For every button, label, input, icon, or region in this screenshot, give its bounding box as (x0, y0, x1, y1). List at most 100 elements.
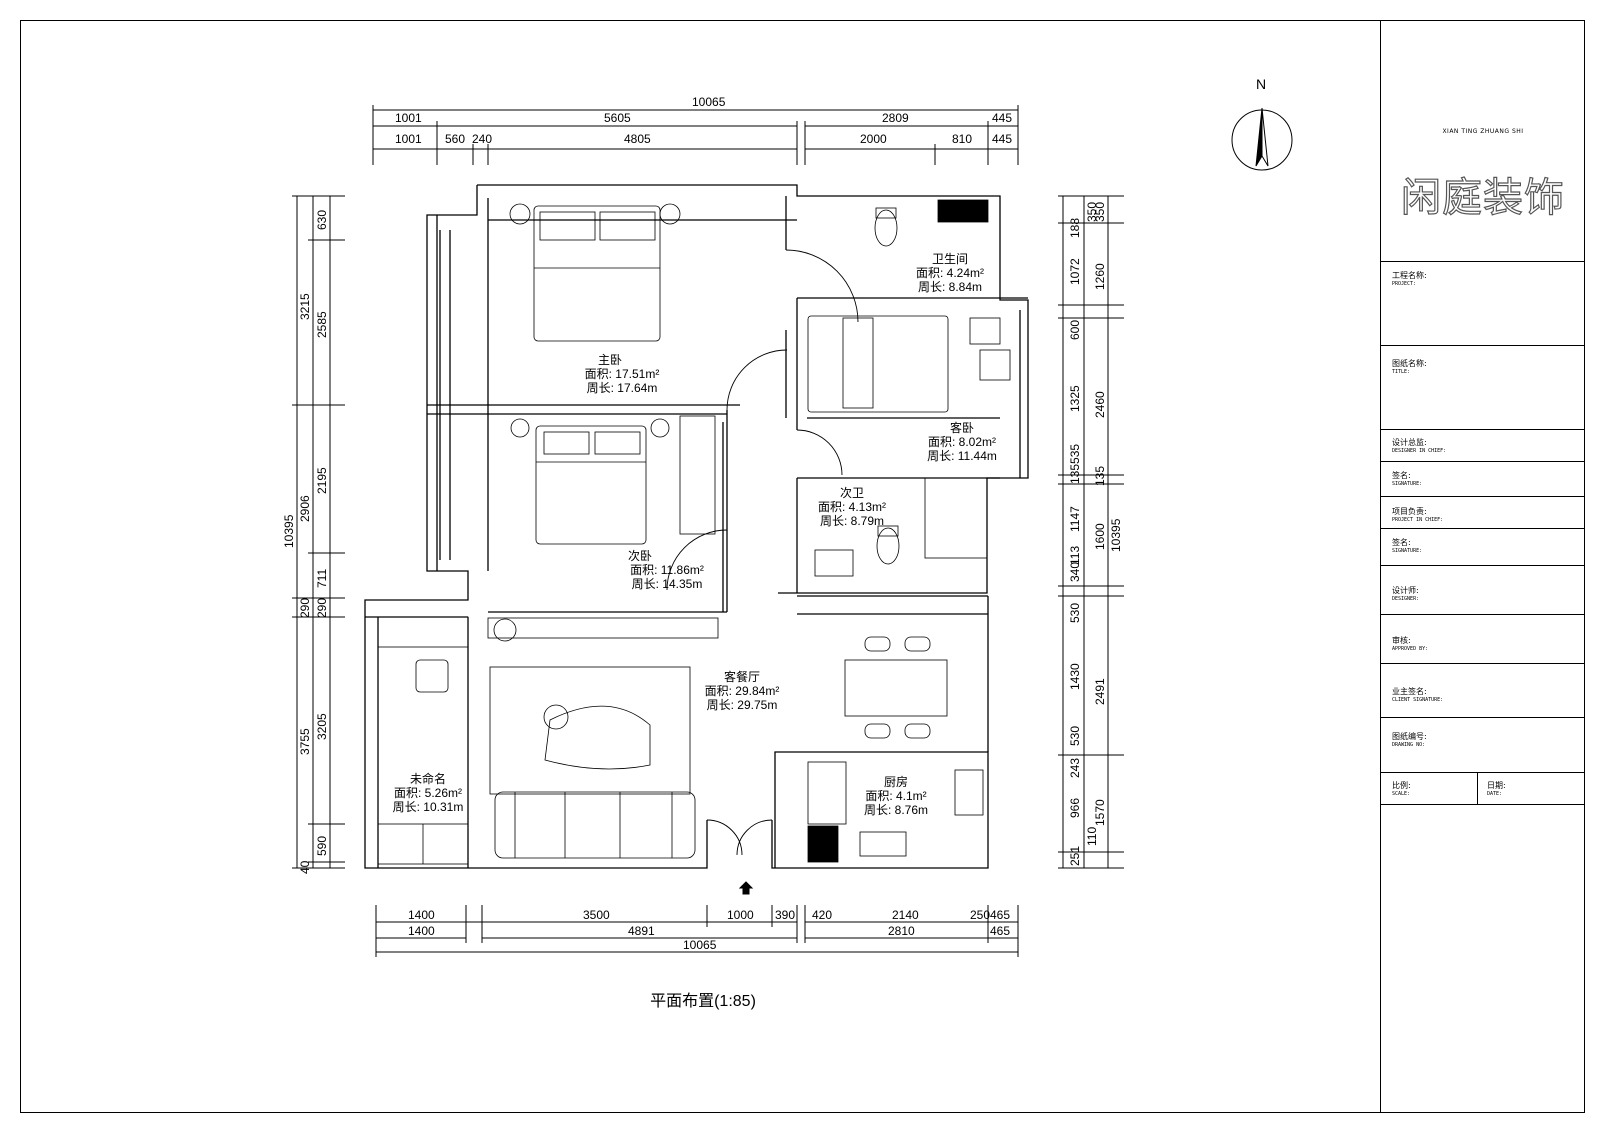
walls (364, 184, 1029, 869)
svg-text:面积: 17.51m²: 面积: 17.51m² (585, 367, 660, 381)
dim-left-outer: 3755 (298, 728, 312, 755)
dim-right-inner: 340 (1068, 562, 1082, 582)
bottom-dimension-lines (375, 905, 1019, 957)
dim-top-r3: 2000 (860, 132, 887, 146)
room-label-bathroom: 卫生间 面积: 4.24m² 周长: 8.84m (916, 252, 984, 294)
field-designer-in-chief: 设计总监: DESIGNER IN CHIEF: (1381, 429, 1585, 461)
room-label-second-bedroom: 次卧 面积: 11.86m² 周长: 14.35m (628, 549, 704, 591)
field-project-in-chief: 项目负责: PROJECT IN CHIEF: (1381, 496, 1585, 528)
svg-text:卫生间: 卫生间 (932, 252, 968, 266)
plan-title: 平面布置(1:85) (650, 992, 756, 1010)
dim-left-inner: 630 (315, 210, 329, 230)
field-signature-2: 签名: SIGNATURE: (1381, 528, 1585, 565)
dim-top-r2: 5605 (604, 111, 631, 125)
room-label-unnamed: 未命名 面积: 5.26m² 周长: 10.31m (393, 771, 464, 814)
field-title: 图纸名称: TITLE: (1381, 345, 1585, 429)
field-signature-1: 签名: SIGNATURE: (1381, 461, 1585, 496)
north-arrow-icon (1231, 107, 1293, 171)
svg-text:面积: 4.24m²: 面积: 4.24m² (916, 266, 984, 280)
title-block: XIAN TING ZHUANG SHI 闲庭装饰 工程名称: PROJECT:… (1380, 20, 1585, 1113)
dim-left-inner: 290 (315, 598, 329, 618)
svg-text:周长: 8.84m: 周长: 8.84m (918, 280, 982, 294)
dim-bottom-r2: 2810 (888, 924, 915, 938)
dim-top-r3: 240 (472, 132, 492, 146)
entrance-arrow-icon (738, 881, 754, 895)
svg-text:周长: 14.35m: 周长: 14.35m (632, 577, 703, 591)
svg-text:周长: 17.64m: 周长: 17.64m (587, 381, 658, 395)
dim-left-total: 10395 (282, 514, 296, 548)
room-label-second-bathroom: 次卫 面积: 4.13m² 周长: 8.79m (818, 486, 886, 528)
svg-text:客卧: 客卧 (950, 420, 974, 435)
floor-plan: N 10065 1001 5605 2809 445 1001 560 240 … (282, 76, 1293, 1010)
field-client-signature: 业主签名: CLIENT SIGNATURE: (1381, 663, 1585, 717)
dim-bottom-r1: 3500 (583, 908, 610, 922)
top-dimension-lines (372, 105, 1019, 165)
dim-right-inner: 1325 (1068, 385, 1082, 412)
dim-bottom-r1: 390 (775, 908, 795, 922)
room-label-kitchen: 厨房 面积: 4.1m² 周长: 8.76m (864, 774, 928, 817)
dim-right-inner: 530 (1068, 726, 1082, 746)
dim-right-inner: 600 (1068, 320, 1082, 340)
svg-text:客餐厅: 客餐厅 (724, 669, 760, 684)
dim-right-inner: 1430 (1068, 663, 1082, 690)
dim-right-inner: 966 (1068, 798, 1082, 818)
dim-left-inner: 3205 (315, 713, 329, 740)
dim-right-outer: 135 (1093, 466, 1107, 486)
svg-text:未命名: 未命名 (410, 771, 446, 786)
logo-wordmark: 闲庭装饰 (1400, 174, 1565, 221)
dim-top-r2: 2809 (882, 111, 909, 125)
svg-text:面积: 8.02m²: 面积: 8.02m² (928, 435, 996, 449)
right-dimension-lines (1058, 195, 1124, 869)
svg-text:次卧: 次卧 (628, 549, 652, 563)
north-label: N (1256, 76, 1266, 92)
svg-text:周长: 10.31m: 周长: 10.31m (393, 800, 464, 814)
room-label-guest-bedroom: 客卧 面积: 8.02m² 周长: 11.44m (927, 420, 997, 463)
furniture (377, 199, 1011, 865)
dim-bottom-r1: 2140 (892, 908, 919, 922)
field-approved-by: 审核: APPROVED BY: (1381, 614, 1585, 663)
dim-right-outer: 350 (1093, 202, 1107, 222)
svg-text:周长: 8.76m: 周长: 8.76m (864, 803, 928, 817)
dim-bottom-r2: 4891 (628, 924, 655, 938)
dim-left-outer: 2906 (298, 495, 312, 522)
dim-top-r3: 560 (445, 132, 465, 146)
dim-right-inner: 113 (1068, 546, 1082, 565)
svg-text:周长: 29.75m: 周长: 29.75m (707, 698, 778, 712)
dim-top-r3: 445 (992, 132, 1012, 146)
dim-left-inner: 2585 (315, 311, 329, 338)
title-block-bottom-rule (1381, 804, 1585, 805)
svg-text:主卧: 主卧 (598, 353, 622, 367)
svg-text:面积: 4.13m²: 面积: 4.13m² (818, 500, 886, 514)
dim-bottom-r2: 1400 (408, 924, 435, 938)
dim-bottom-r1: 420 (812, 908, 832, 922)
dim-left-inner: 590 (315, 836, 329, 856)
dim-bottom-r1: 1400 (408, 908, 435, 922)
dim-right-total: 10395 (1109, 518, 1123, 552)
dim-right-inner: 251 (1068, 846, 1082, 866)
dim-right-inner: 188 (1068, 218, 1082, 238)
svg-text:周长: 11.44m: 周长: 11.44m (927, 449, 997, 463)
field-scale-date: 比例: SCALE: 日期: DATE: (1381, 772, 1585, 805)
dim-bottom-r1: 250 (970, 908, 990, 922)
field-project: 工程名称: PROJECT: (1381, 261, 1585, 345)
svg-text:厨房: 厨房 (884, 774, 908, 789)
field-designer: 设计师: DESIGNER: (1381, 565, 1585, 614)
dim-top-r2: 445 (992, 111, 1012, 125)
dim-top-total: 10065 (692, 95, 726, 109)
dim-right-inner: 350 (1085, 202, 1099, 222)
svg-text:面积: 29.84m²: 面积: 29.84m² (705, 684, 780, 698)
dim-right-inner: 1072 (1068, 258, 1082, 285)
svg-text:面积: 11.86m²: 面积: 11.86m² (630, 563, 704, 577)
dim-top-r3: 810 (952, 132, 972, 146)
dim-bottom-total: 10065 (683, 938, 717, 952)
dim-bottom-r2: 465 (990, 924, 1010, 938)
svg-text:面积: 4.1m²: 面积: 4.1m² (865, 789, 926, 803)
svg-text:次卫: 次卫 (840, 486, 864, 500)
door-swings (666, 249, 859, 856)
dim-right-inner: 110 (1085, 827, 1099, 846)
dim-right-outer: 2491 (1093, 678, 1107, 705)
dim-bottom-r1: 1000 (727, 908, 754, 922)
room-label-master-bedroom: 主卧 面积: 17.51m² 周长: 17.64m (585, 353, 660, 395)
dim-top-r3: 1001 (395, 132, 422, 146)
room-label-living-dining: 客餐厅 面积: 29.84m² 周长: 29.75m (705, 669, 780, 712)
